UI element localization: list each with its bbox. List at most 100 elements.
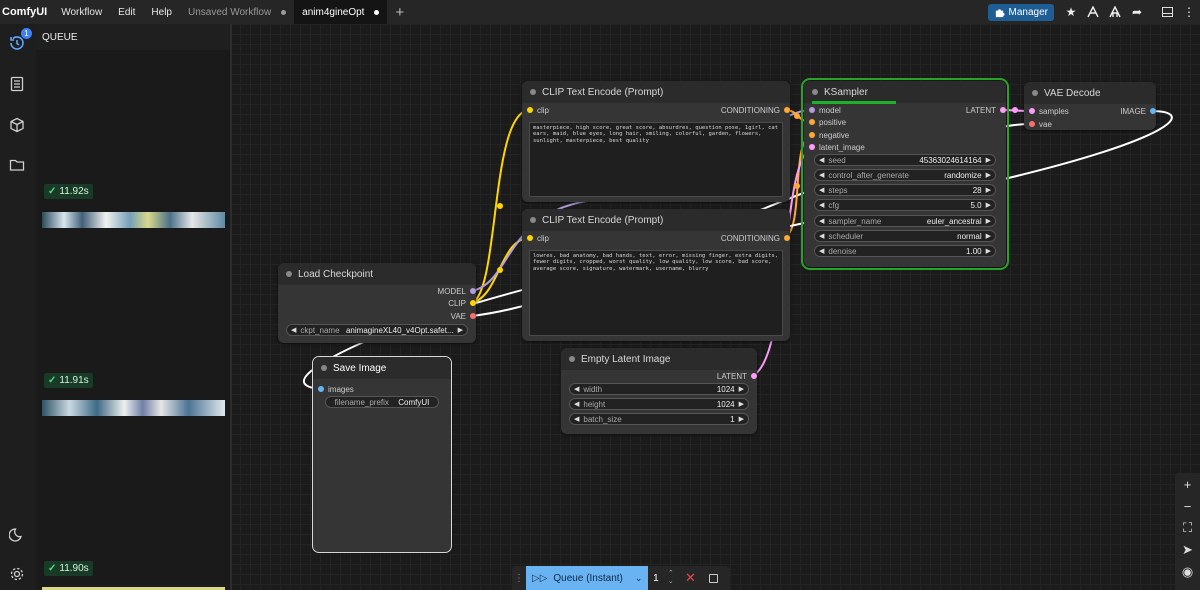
node-library-icon[interactable] (1082, 1, 1104, 23)
clip-pin-icon[interactable] (470, 300, 476, 306)
increment-arrow-icon[interactable]: ▶ (457, 327, 463, 334)
collapse-dot-icon[interactable] (812, 89, 818, 95)
conditioning-pin-icon[interactable] (809, 119, 815, 125)
model-pin-icon[interactable] (809, 107, 815, 113)
model-library-icon[interactable] (1104, 1, 1126, 23)
queue-item-thumbnail[interactable] (42, 400, 225, 416)
select-mode-icon[interactable]: ➤ (1182, 542, 1193, 557)
node-title[interactable]: CLIP Text Encode (Prompt) (522, 81, 790, 103)
decrement-arrow-icon[interactable]: ◀ (574, 416, 580, 423)
decrement-arrow-icon[interactable]: ◀ (819, 233, 825, 240)
increment-arrow-icon[interactable]: ▶ (985, 248, 991, 255)
node-ksampler[interactable]: KSampler model positive negative latent_… (801, 78, 1009, 270)
queue-button[interactable]: ▷▷ Queue (Instant) ⌄ (526, 566, 649, 590)
decrement-arrow-icon[interactable]: ◀ (574, 401, 580, 408)
latent-pin-icon[interactable] (809, 144, 815, 150)
node-title[interactable]: Save Image (313, 357, 451, 379)
input-negative[interactable]: negative (809, 129, 849, 141)
drag-handle-icon[interactable]: ⋮ (514, 572, 524, 584)
star-icon[interactable]: ★ (1065, 5, 1077, 19)
node-vae-decode[interactable]: VAE Decode samples vae IMAGE (1024, 82, 1156, 130)
menu-workflow[interactable]: Workflow (61, 6, 103, 18)
node-clip-text-encode-negative[interactable]: CLIP Text Encode (Prompt) clip CONDITION… (522, 209, 790, 341)
node-title[interactable]: VAE Decode (1024, 82, 1156, 104)
queue-item-thumbnail[interactable] (42, 587, 225, 590)
node-load-checkpoint[interactable]: Load Checkpoint MODEL CLIP VAE ◀ckpt_nam… (278, 263, 476, 343)
conditioning-pin-icon[interactable] (784, 107, 790, 113)
menu-help[interactable]: Help (151, 6, 172, 18)
output-conditioning[interactable]: CONDITIONING (721, 104, 790, 116)
increment-arrow-icon[interactable]: ▶ (985, 187, 991, 194)
tab-unsaved-workflow[interactable]: Unsaved Workflow (180, 0, 294, 24)
vae-pin-icon[interactable] (470, 313, 476, 319)
decrement-arrow-icon[interactable]: ◀ (819, 172, 825, 179)
queue-history-icon[interactable]: 1 (6, 28, 32, 54)
increment-arrow-icon[interactable]: ▶ (738, 386, 744, 393)
clip-pin-icon[interactable] (527, 107, 533, 113)
input-positive[interactable]: positive (809, 116, 846, 128)
increment-arrow-icon[interactable]: ▶ (985, 202, 991, 209)
decrement-arrow-icon[interactable]: ◀ (819, 218, 825, 225)
input-clip[interactable]: clip (527, 104, 549, 116)
decrement-arrow-icon[interactable]: ◀ (819, 187, 825, 194)
conditioning-pin-icon[interactable] (809, 132, 815, 138)
output-model[interactable]: MODEL (438, 285, 476, 297)
increment-arrow-icon[interactable]: ▶ (985, 172, 991, 179)
node-title[interactable]: CLIP Text Encode (Prompt) (522, 209, 790, 231)
prompt-textarea[interactable]: masterpiece, high score, great score, ab… (529, 122, 783, 197)
increment-arrow-icon[interactable]: ▶ (738, 416, 744, 423)
stepper-arrows-icon[interactable]: ⌃⌄ (667, 570, 674, 585)
input-samples[interactable]: samples (1029, 105, 1069, 117)
settings-icon[interactable] (6, 563, 28, 585)
output-clip[interactable]: CLIP (448, 297, 476, 309)
decrement-arrow-icon[interactable]: ◀ (291, 327, 297, 334)
chevron-down-icon[interactable]: ⌄ (634, 572, 643, 583)
theme-toggle-icon[interactable] (6, 523, 28, 545)
latent-pin-icon[interactable] (1029, 108, 1035, 114)
node-title[interactable]: KSampler (804, 81, 1006, 103)
decrement-arrow-icon[interactable]: ◀ (574, 386, 580, 393)
prompt-textarea[interactable]: lowres, bad anatomy, bad hands, text, er… (529, 250, 783, 336)
panel-splitter[interactable] (230, 24, 232, 590)
zoom-in-icon[interactable]: + (1183, 476, 1192, 492)
collapse-dot-icon[interactable] (321, 365, 327, 371)
toggle-links-icon[interactable]: ◉ (1181, 564, 1194, 579)
input-latent-image[interactable]: latent_image (809, 141, 865, 153)
clip-pin-icon[interactable] (527, 235, 533, 241)
collapse-dot-icon[interactable] (1032, 90, 1038, 96)
output-latent[interactable]: LATENT (966, 104, 1006, 116)
vae-pin-icon[interactable] (1029, 121, 1035, 127)
tab-anim4gineopt[interactable]: anim4gineOpt (294, 0, 388, 24)
collapse-dot-icon[interactable] (530, 217, 536, 223)
batch-count-value[interactable]: 1 (653, 572, 659, 584)
increment-arrow-icon[interactable]: ▶ (985, 218, 991, 225)
output-latent[interactable]: LATENT (717, 370, 757, 382)
node-title[interactable]: Load Checkpoint (278, 263, 476, 285)
share-icon[interactable]: ➦ (1131, 5, 1143, 19)
increment-arrow-icon[interactable]: ▶ (985, 157, 991, 164)
manager-button[interactable]: Manager (987, 3, 1054, 21)
batch-count-stepper[interactable]: 1 ⌃⌄ (648, 566, 678, 590)
node-library-icon[interactable] (6, 73, 28, 95)
fit-view-icon[interactable]: ⛶ (1182, 520, 1193, 535)
output-vae[interactable]: VAE (451, 310, 476, 322)
new-tab-button[interactable]: + (395, 3, 405, 21)
menu-edit[interactable]: Edit (118, 6, 136, 18)
queue-item-thumbnail[interactable] (42, 212, 225, 228)
output-conditioning[interactable]: CONDITIONING (721, 232, 790, 244)
increment-arrow-icon[interactable]: ▶ (738, 401, 744, 408)
input-clip[interactable]: clip (527, 232, 549, 244)
collapse-dot-icon[interactable] (286, 271, 292, 277)
decrement-arrow-icon[interactable]: ◀ (819, 248, 825, 255)
output-image[interactable]: IMAGE (1120, 105, 1156, 117)
decrement-arrow-icon[interactable]: ◀ (819, 157, 825, 164)
